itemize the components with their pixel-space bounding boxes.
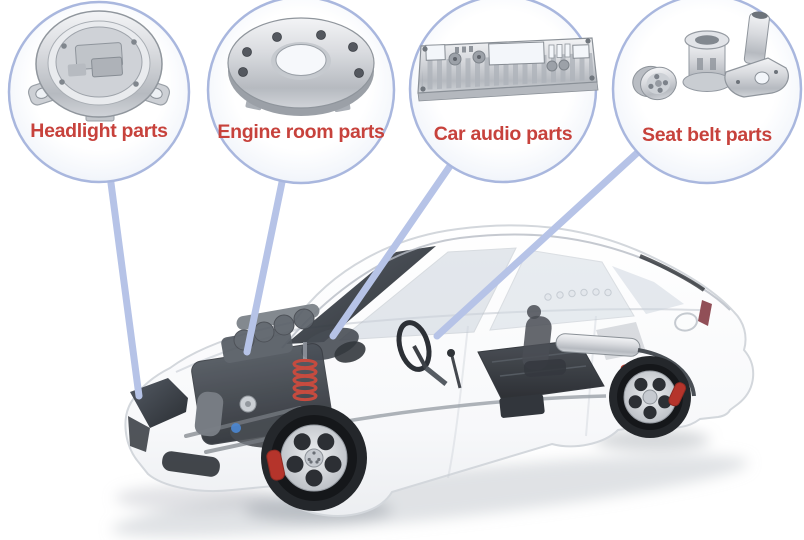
bracket-housing <box>724 11 789 98</box>
front-side-window <box>338 247 517 341</box>
front-wheel <box>261 405 367 511</box>
front-intake <box>162 451 220 477</box>
headlight-housing <box>130 378 188 428</box>
engine-assembly <box>184 303 333 454</box>
center-spool <box>682 30 732 92</box>
callout-label-car-audio: Car audio parts <box>433 123 573 145</box>
front-brake-caliper <box>266 449 285 481</box>
exhaust-muffler <box>555 333 641 357</box>
steering-wheel <box>396 320 448 386</box>
callout-label-engine-room: Engine room parts <box>217 121 385 143</box>
callout-label-seat-belt: Seat belt parts <box>642 124 772 146</box>
parcel-shelf-holes <box>544 288 612 301</box>
seat-belt-retractor-parts-icon <box>632 11 789 101</box>
car-cutaway-illustration <box>124 224 755 517</box>
cowl-air-cleaner <box>301 327 366 363</box>
interior-driveline <box>329 288 712 426</box>
callout-label-headlight: Headlight parts <box>30 120 168 142</box>
engine-flange-disc-icon <box>227 17 375 116</box>
rear-window-frame <box>639 254 706 292</box>
blue-component <box>231 423 241 433</box>
rear-brake-caliper <box>668 382 687 407</box>
fuel-cap <box>674 312 698 332</box>
rear-wheel <box>609 356 691 438</box>
front-coil-spring <box>292 358 318 402</box>
audio-heatsink-panel-icon <box>417 37 599 102</box>
rear-side-window <box>489 249 635 331</box>
headlight-housing-icon <box>27 10 171 122</box>
taillight <box>698 300 712 326</box>
quarter-window <box>612 266 684 314</box>
driver-seat <box>522 305 567 378</box>
front-end <box>128 378 220 477</box>
